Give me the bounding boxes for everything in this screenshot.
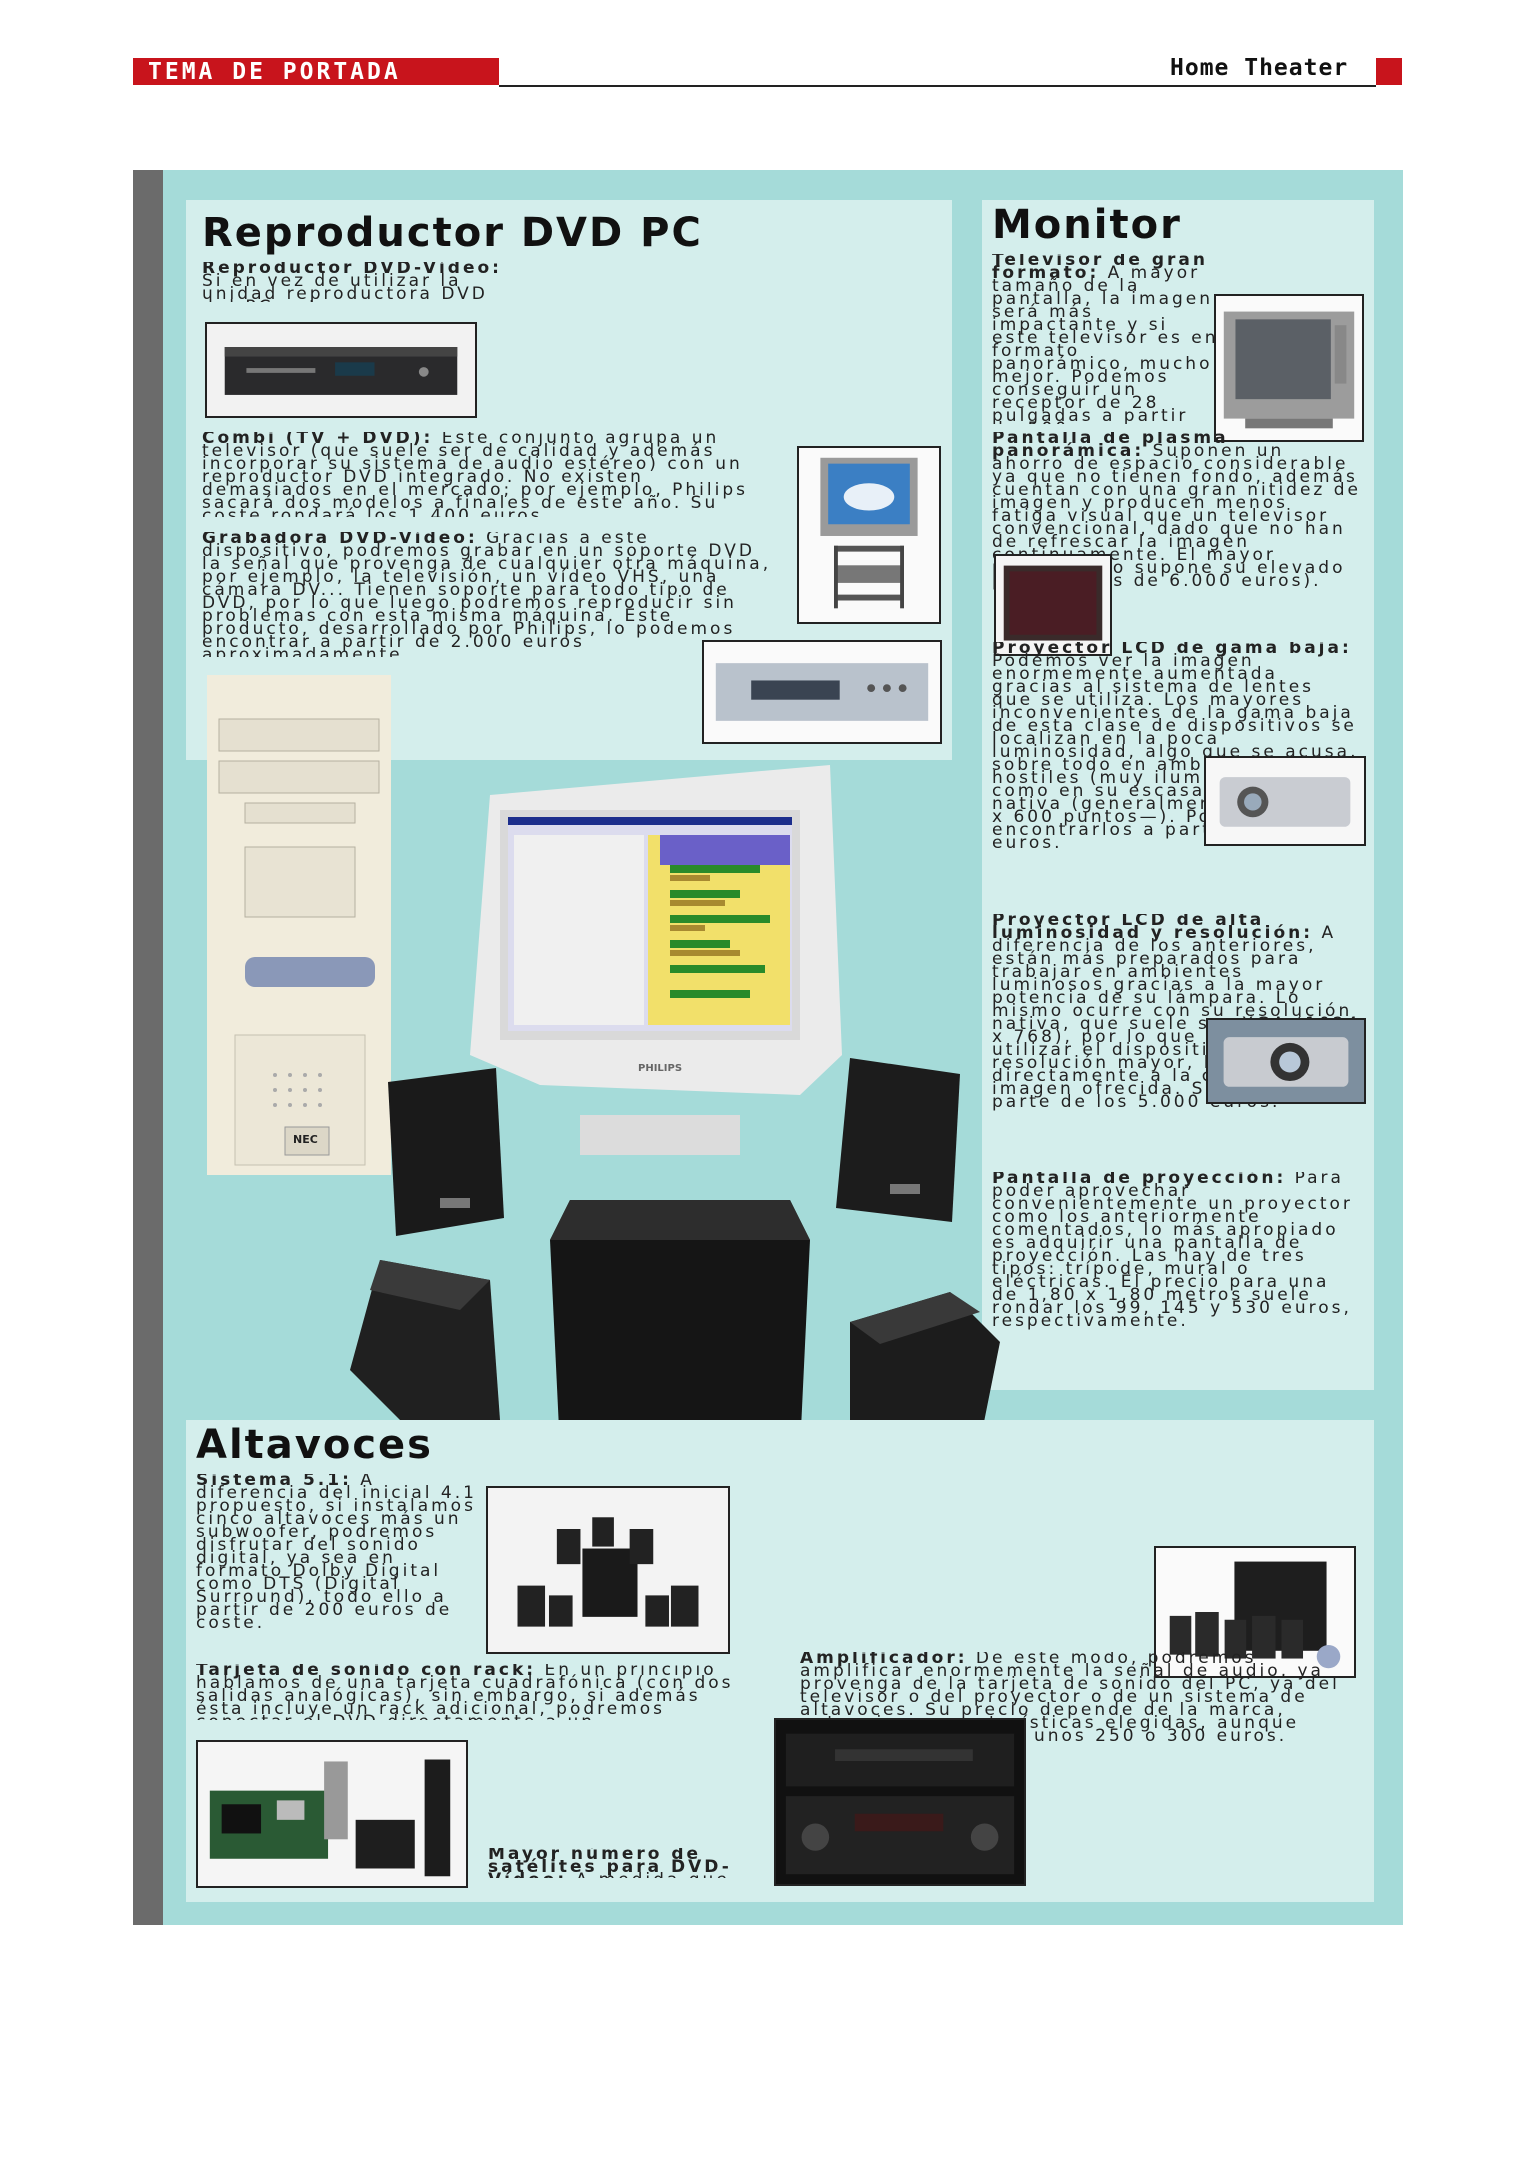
monitor-section-title: Monitor xyxy=(992,202,1182,248)
monitor-p1-text: A mayor tamaño de la pantalla, la imagen… xyxy=(992,263,1219,425)
speaker-front-left-photo xyxy=(380,1068,510,1238)
dvd-p3-text: Gracias a este dispositivo, podremos gra… xyxy=(202,532,772,657)
speakers-p1-heading: Sistema 5.1: xyxy=(196,1474,352,1490)
section-label: TEMA DE PORTADA xyxy=(148,59,401,85)
speaker-system-photo xyxy=(486,1486,730,1654)
sound-card-photo xyxy=(196,1740,468,1888)
dvd-recorder-photo xyxy=(702,640,942,744)
lcd-projector-high-photo xyxy=(1206,1018,1366,1104)
dvd-paragraph-1-cont xyxy=(497,292,937,422)
topic-label: Home Theater xyxy=(1170,55,1349,81)
dvd-section-title: Reproductor DVD PC xyxy=(202,210,703,256)
speakers-p2-heading: Tarjeta de sonido con rack: xyxy=(196,1664,537,1680)
dvd-p2-text: Este conjunto agrupa un televisor (que s… xyxy=(202,432,748,517)
plasma-screen-photo xyxy=(994,554,1112,656)
speaker-rear-right-photo xyxy=(830,1282,1005,1444)
speakers-p3-heading: Mayor número de satélites para DVD-Vídeo… xyxy=(488,1848,732,1878)
speaker-front-right-photo xyxy=(830,1058,970,1228)
speakers-paragraph-2: Tarjeta de sonido con rack: En un princi… xyxy=(196,1664,741,1720)
monitor-p5-text: Para poder aprovechar convenientemente u… xyxy=(992,1172,1353,1331)
subwoofer-photo xyxy=(540,1180,820,1460)
widescreen-tv-photo xyxy=(1214,294,1364,442)
speakers-p2-text: En un principio hablamos de una tarjeta … xyxy=(196,1664,734,1720)
dvd-player-photo xyxy=(205,322,477,418)
dvd-p1-heading: Reproductor DVD-Vídeo: xyxy=(202,262,502,278)
philips-monitor-photo: PHILIPS xyxy=(470,765,850,1165)
speaker-rear-left-photo xyxy=(340,1250,510,1435)
dvd-paragraph-2: Combi (TV + DVD): Este conjunto agrupa u… xyxy=(202,432,772,517)
dvd-paragraph-1: Reproductor DVD-Vídeo: Si en vez de util… xyxy=(202,262,502,302)
speakers-p4-heading: Amplificador: xyxy=(800,1652,968,1668)
dvd-paragraph-3: Grabadora DVD-Vídeo: Gracias a este disp… xyxy=(202,532,772,657)
speakers-paragraph-3: Mayor número de satélites para DVD-Vídeo… xyxy=(488,1848,733,1878)
monitor-p5-heading: Pantalla de proyección: xyxy=(992,1172,1287,1188)
dvd-p3-heading: Grabadora DVD-Vídeo: xyxy=(202,532,478,548)
combi-tv-photo xyxy=(797,446,941,624)
speakers-paragraph-2-cont xyxy=(488,1720,738,1860)
pc-tower-photo: NEC xyxy=(205,675,393,1175)
dvd-p1-text: Si en vez de utilizar la unidad reproduc… xyxy=(202,271,488,303)
tower-brand-label: NEC xyxy=(293,1133,318,1146)
monitor-p2-heading: Pantalla de plasma panorámica: xyxy=(992,432,1229,461)
speakers-paragraph-1: Sistema 5.1: A diferencia del inicial 4.… xyxy=(196,1474,481,1654)
speakers-p1-text: A diferencia del inicial 4.1 propuesto, … xyxy=(196,1474,477,1633)
monitor-brand-label: PHILIPS xyxy=(638,1063,683,1074)
speakers-p3-text: A medida que vayamos aumentando el númer… xyxy=(488,1870,732,1879)
amplifier-photo xyxy=(774,1718,1026,1886)
satellite-speakers-photo xyxy=(1154,1546,1356,1678)
panel-side-bar xyxy=(133,170,163,1925)
monitor-p1-heading: Televisor de gran formato: xyxy=(992,254,1208,283)
header-accent xyxy=(1376,58,1402,85)
section-label-bar: TEMA DE PORTADA xyxy=(133,58,499,85)
speakers-section-title: Altavoces xyxy=(196,1422,433,1468)
monitor-paragraph-1: Televisor de gran formato: A mayor tamañ… xyxy=(992,254,1222,424)
monitor-paragraph-5: Pantalla de proyección: Para poder aprov… xyxy=(992,1172,1362,1332)
header-rule xyxy=(499,85,1376,87)
lcd-projector-low-photo xyxy=(1204,756,1366,846)
monitor-p3-heading: Proyector LCD de gama baja: xyxy=(992,642,1352,658)
monitor-p4-heading: Proyector LCD de alta luminosidad y reso… xyxy=(992,914,1314,943)
dvd-p2-heading: Combi (TV + DVD): xyxy=(202,432,434,448)
